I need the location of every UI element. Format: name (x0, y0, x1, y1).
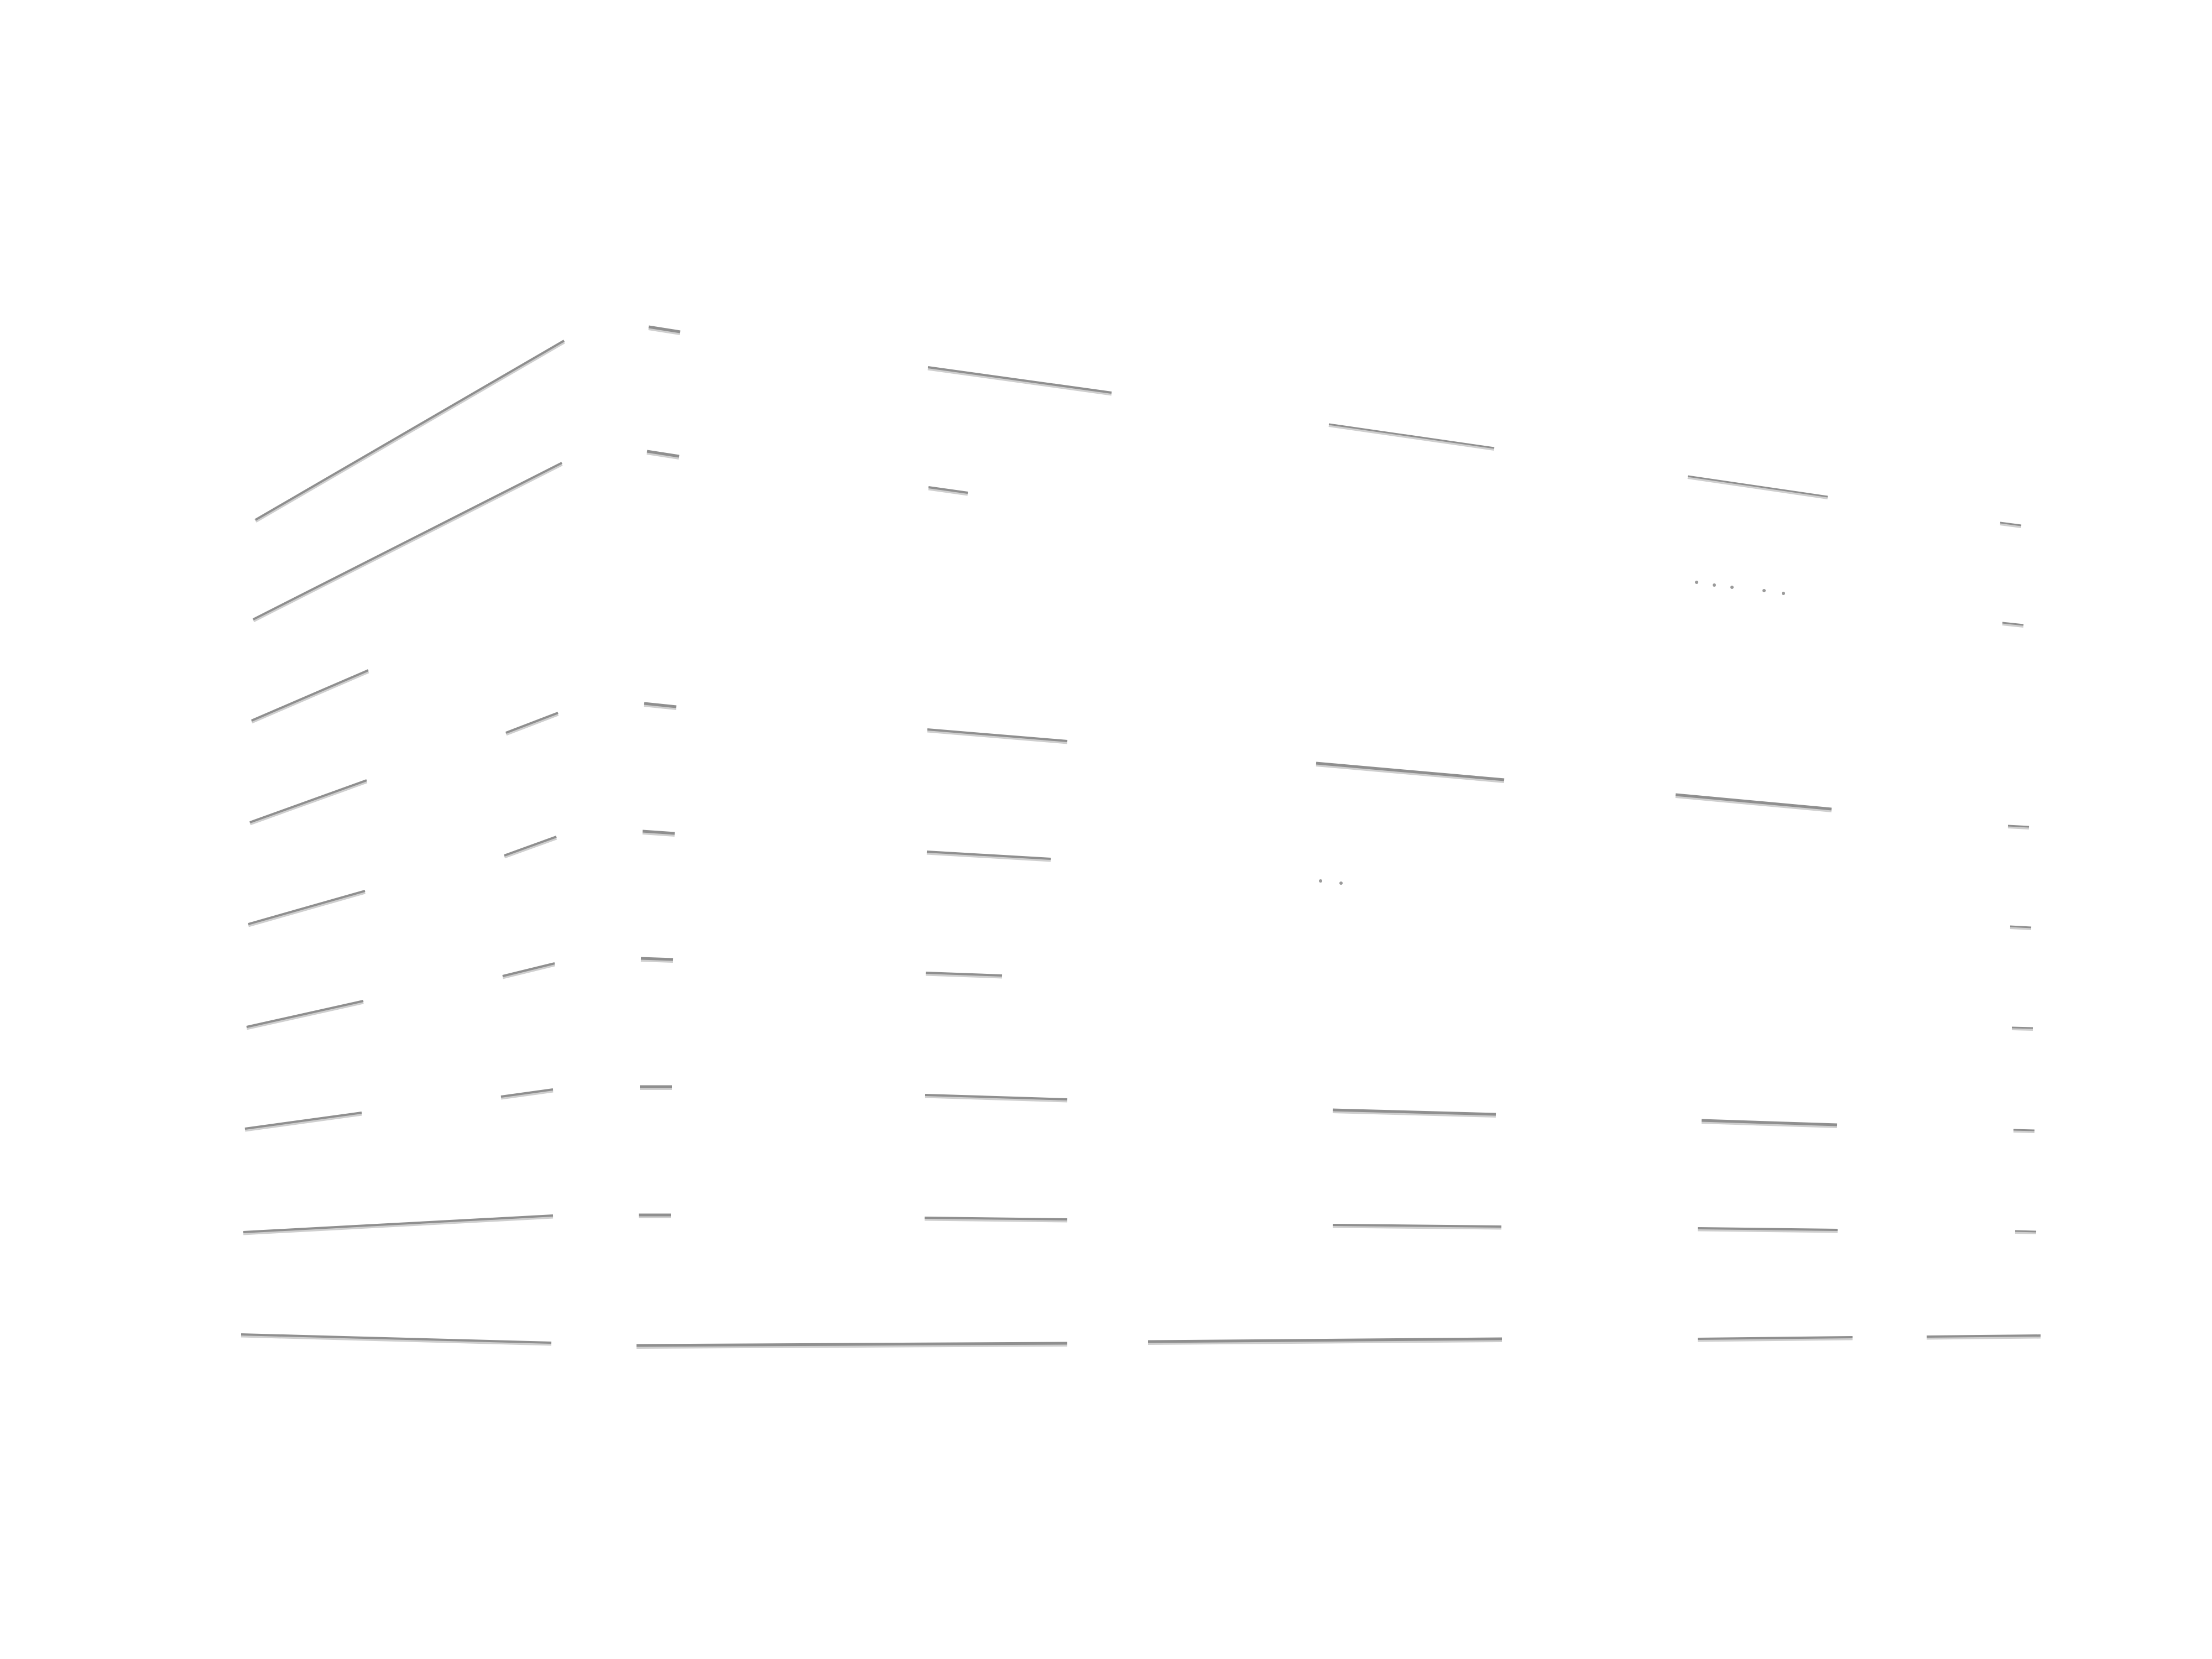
floor-edge-line (924, 1217, 1068, 1220)
floor-edge-line (2011, 1026, 2033, 1029)
floor-edge-line (1332, 1224, 1502, 1228)
artifact-dot (1713, 583, 1716, 587)
floor-edge-line (644, 702, 677, 708)
floor-edge-line (249, 779, 367, 823)
floor-edge-line (1687, 475, 1828, 498)
artifact-dot (1319, 879, 1322, 883)
floor-edge-shadow (1687, 476, 1828, 499)
floor-edge-line (926, 851, 1051, 860)
floor-edge-line (2007, 825, 2030, 828)
floor-edge-line (2002, 622, 2024, 626)
floor-edge-line (243, 1214, 554, 1233)
floor-edge-line (254, 340, 565, 521)
floor-edge-line (646, 450, 680, 458)
floor-edge-line (642, 830, 675, 835)
floor-edge-line (502, 962, 555, 977)
floor-edge-line (1926, 1334, 2041, 1338)
artifact-dot (1782, 592, 1785, 595)
floor-edge-line (241, 1333, 552, 1344)
floor-edge-line (2010, 925, 2032, 928)
floor-edge-line (928, 486, 968, 494)
floor-edge-shadow (2002, 622, 2024, 628)
floor-edge-shadow (2000, 522, 2022, 528)
floor-edge-line (1697, 1227, 1838, 1231)
floor-edge-lines (241, 325, 2041, 1349)
floor-edge-line (1701, 1119, 1838, 1126)
floor-edge-shadow (1328, 424, 1495, 451)
floor-edge-line (1697, 1336, 1853, 1340)
floor-edge-line (925, 972, 1003, 977)
floor-edge-line (636, 1342, 1068, 1347)
floor-edge-line (253, 462, 562, 620)
floor-edge-line (925, 1094, 1068, 1100)
floor-edge-line (1147, 1337, 1503, 1343)
floor-edge-line (1332, 1108, 1496, 1116)
floor-edge-shadow (2010, 926, 2032, 930)
floor-edge-shadow (2015, 1230, 2037, 1234)
floor-edge-line (640, 957, 674, 961)
floor-edge-line (927, 728, 1068, 742)
artifact-dot (1339, 881, 1343, 885)
floor-edge-shadow (2007, 825, 2030, 830)
artifact-dot (1762, 589, 1766, 592)
floor-edge-line (927, 366, 1112, 394)
floor-edge-line (2000, 521, 2022, 526)
floor-edge-line (505, 712, 559, 734)
floor-edge-line (244, 1112, 362, 1130)
floor-edge-line (248, 890, 366, 925)
floor-edge-line (648, 325, 681, 333)
artifact-dot (1730, 586, 1734, 589)
floor-edge-line (2015, 1230, 2037, 1233)
floor-edge-line (251, 669, 369, 722)
floor-edge-line (500, 1088, 554, 1098)
render-artifact-dots (1319, 581, 1785, 885)
floor-edge-line (504, 836, 557, 857)
floor-edge-line (1328, 423, 1495, 449)
floor-edge-line (246, 1000, 364, 1028)
floor-edge-line (1316, 761, 1505, 781)
artifact-dot (1695, 581, 1698, 584)
floor-edge-line (1675, 793, 1832, 811)
